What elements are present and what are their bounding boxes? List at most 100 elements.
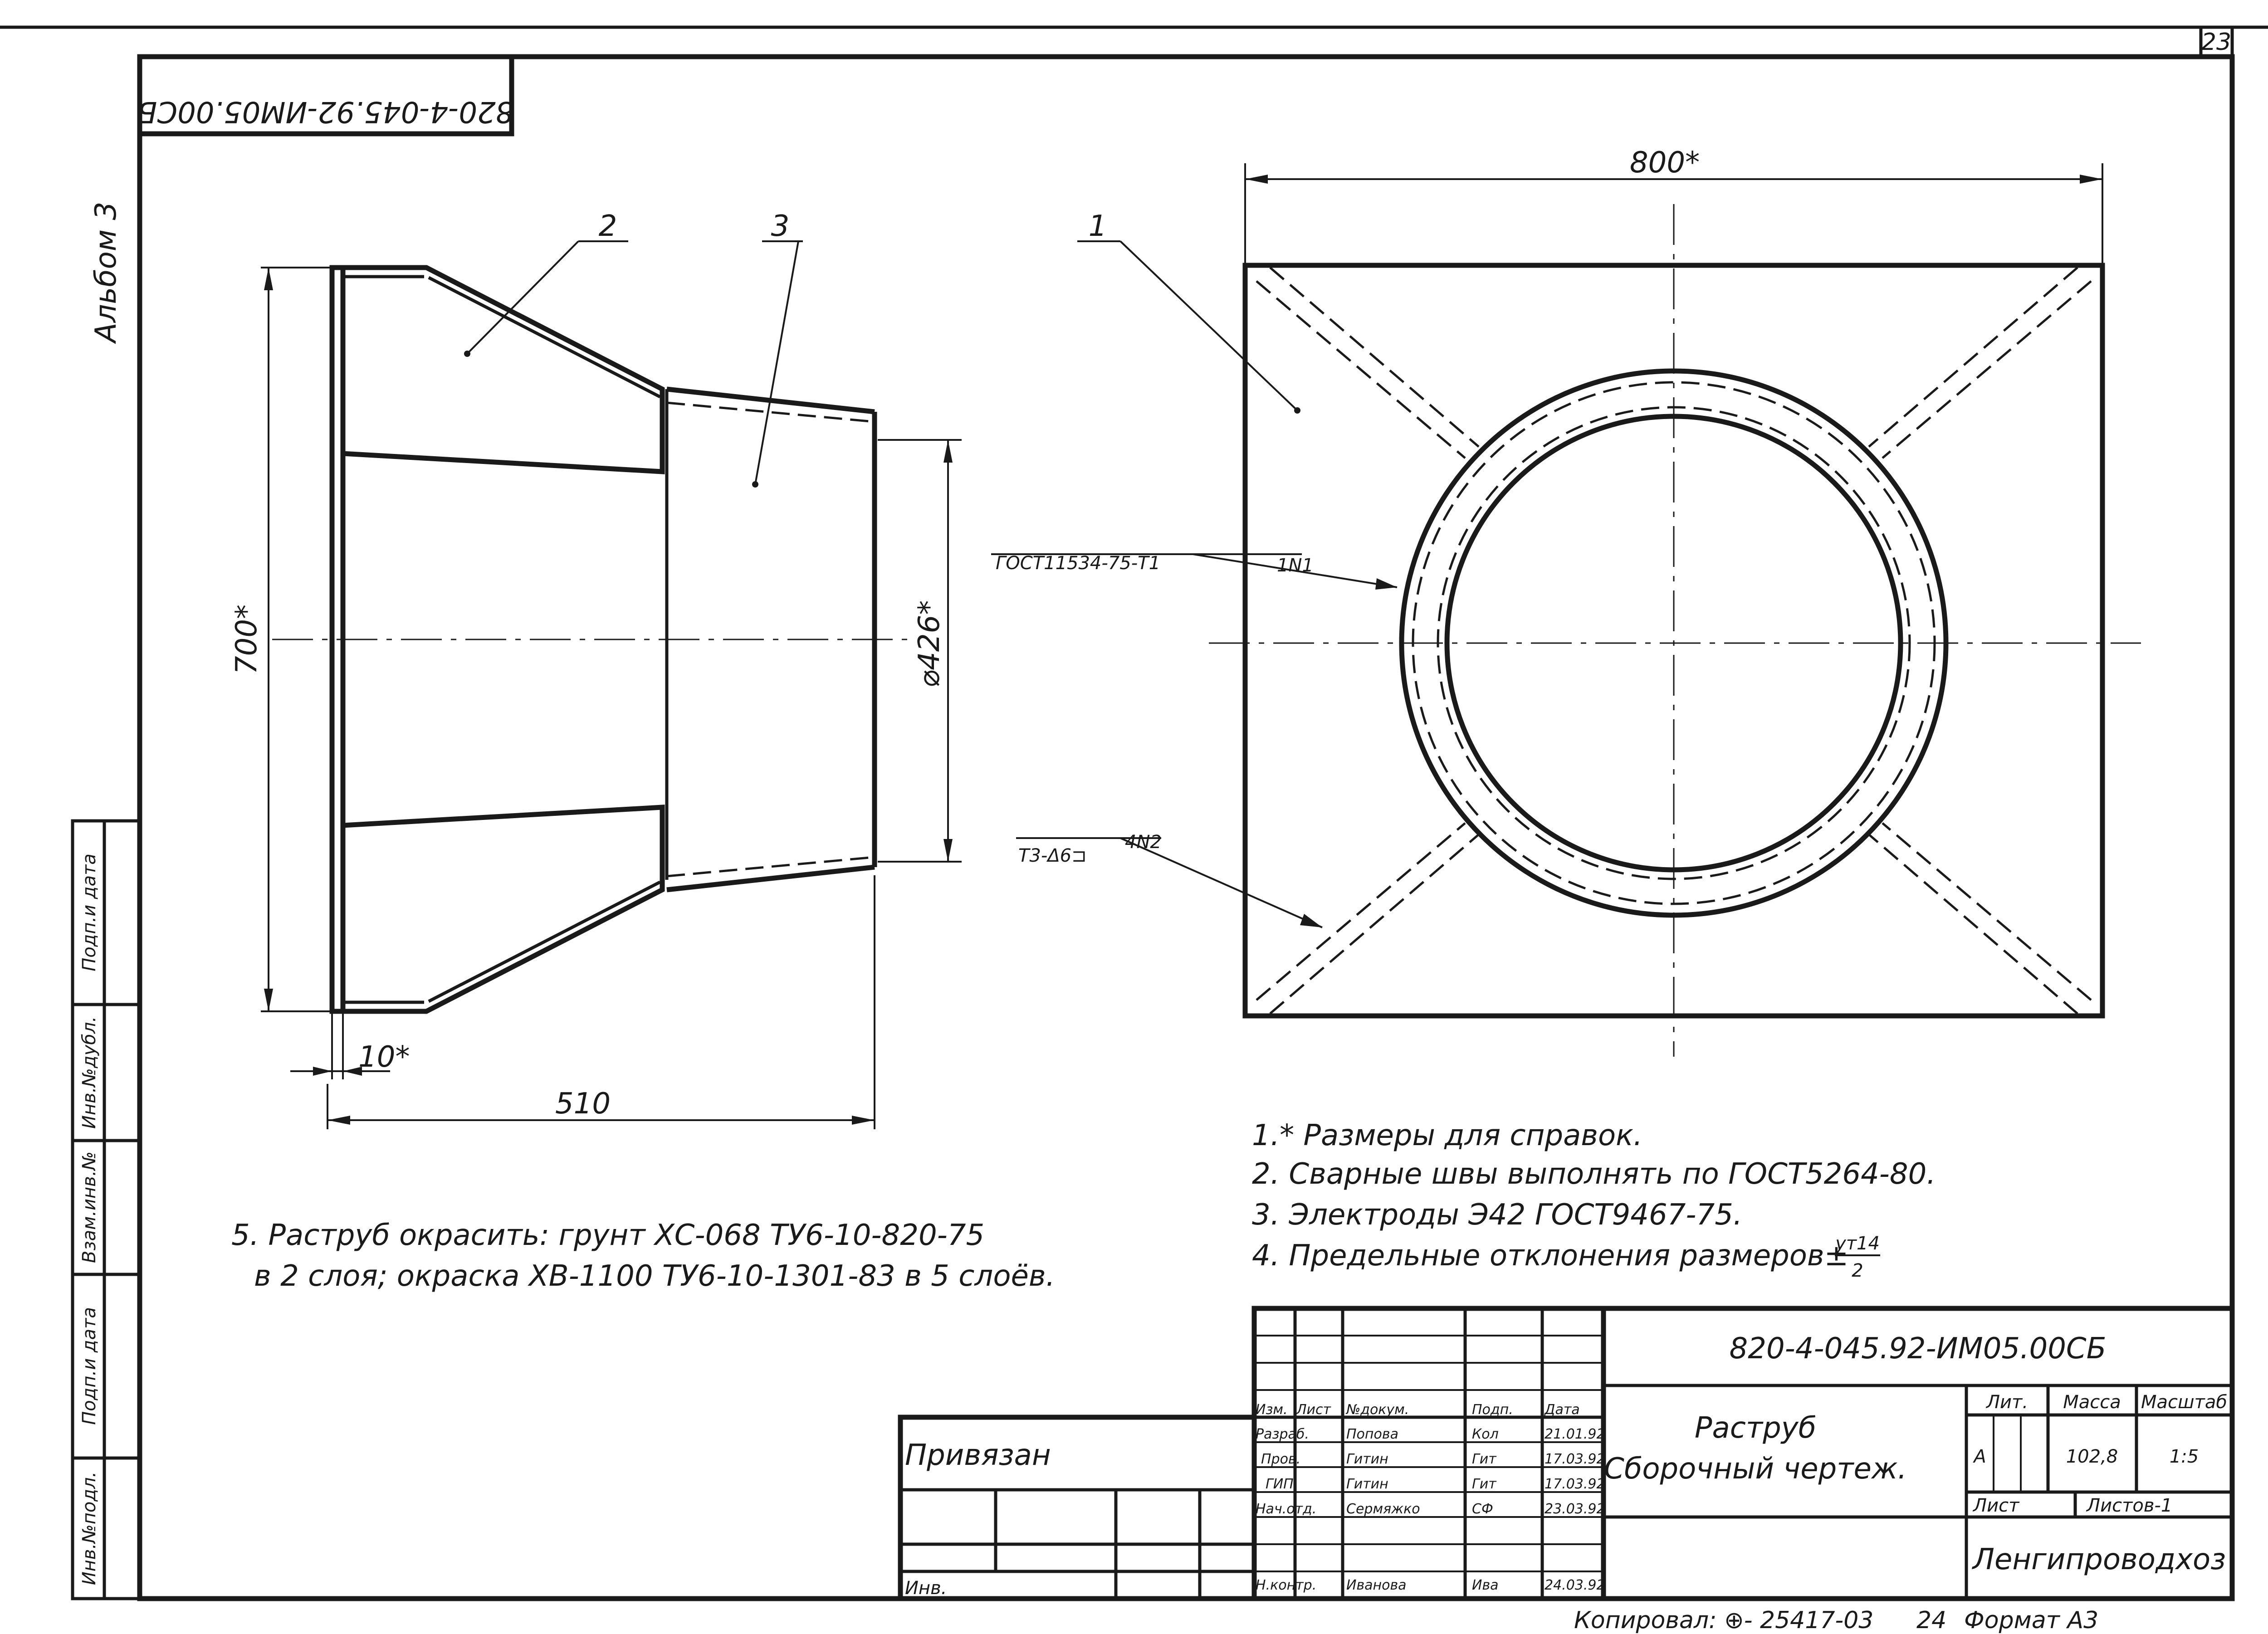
sheets-label: Листов-1 — [2086, 1495, 2172, 1516]
side-stamp-label-3: Взам.инв.№ — [79, 1151, 100, 1263]
title-line-1: Раструб — [1695, 1411, 1816, 1445]
gusset-br-b — [1868, 834, 2078, 1015]
title-line-2: Сборочный чертеж. — [1604, 1452, 1907, 1486]
name-2: Гитин — [1346, 1451, 1388, 1467]
footer-format: Формат А3 — [1964, 1607, 2098, 1634]
paint-note-line-1: 5. Раструб окрасить: грунт ХС-068 ТУ6-10… — [231, 1219, 984, 1252]
gusset-tr-a — [1882, 280, 2092, 459]
gusset-bl-a — [1256, 822, 1466, 1001]
dim-700-arrow-bottom — [264, 989, 273, 1011]
mass-value: 102,8 — [2066, 1446, 2118, 1467]
lower-gusset — [342, 805, 665, 1014]
pipe-bottom-hidden — [666, 856, 875, 878]
leader-1-line — [1119, 240, 1298, 411]
name-5: Иванова — [1346, 1577, 1407, 1593]
gusset-br-a — [1882, 822, 2092, 1001]
dim-426-arrow-bottom — [943, 839, 953, 862]
note-4: 4. Предельные отклонения размеров± — [1252, 1239, 1848, 1273]
role-5: Н.контр. — [1256, 1577, 1316, 1593]
header-sign: Подп. — [1472, 1402, 1513, 1418]
name-4: Сермяжко — [1346, 1501, 1420, 1517]
page-number-box — [2199, 25, 2234, 59]
weld-2-leader — [1120, 837, 1323, 928]
lit-value: А — [1972, 1446, 1986, 1467]
footer-num: 24 — [1916, 1607, 1946, 1634]
dim-426-label: ⌀426* — [913, 600, 946, 688]
name-1: Попова — [1346, 1426, 1398, 1442]
weld-1-number: 1N1 — [1277, 555, 1314, 576]
privyazan-frame — [898, 1415, 1257, 1601]
inv-label: Инв. — [905, 1578, 947, 1599]
weld-2-standard: Т3-Δ6⊐ — [1018, 845, 1087, 866]
leader-3-dot — [752, 481, 758, 488]
organization: Ленгипроводхоз — [1972, 1543, 2226, 1576]
sign-5: Ива — [1472, 1577, 1499, 1593]
side-stamp-label-5: Инв.№подл. — [79, 1472, 100, 1585]
dim-10-label: 10* — [358, 1040, 410, 1074]
leader-1-dot — [1294, 407, 1300, 414]
upper-gusset — [342, 265, 665, 474]
role-3: ГИП — [1266, 1476, 1294, 1492]
dim-700-label: 700* — [230, 605, 264, 674]
date-3: 17.03.92 — [1545, 1476, 1605, 1492]
sign-3: Гит — [1472, 1476, 1497, 1492]
album-label: Альбом 3 — [89, 202, 123, 344]
dim-10-arrow-right — [343, 1067, 362, 1076]
gusset-tl-a — [1256, 280, 1466, 459]
weld-2-number: 4N2 — [1125, 832, 1162, 853]
mass-label: Масса — [2063, 1392, 2121, 1413]
note-3: 3. Электроды Э42 ГОСТ9467-75. — [1252, 1198, 1742, 1232]
footer-copied: Копировал: ⊕- 25417-03 — [1574, 1607, 1873, 1634]
header-doc: №докум. — [1345, 1402, 1409, 1418]
technical-notes: 1.* Размеры для справок. 2. Сварные швы … — [231, 1119, 1936, 1293]
dim-800-arrow-right — [2080, 175, 2102, 184]
upper-gusset-weld — [428, 276, 661, 399]
date-1: 21.01.92 — [1545, 1426, 1605, 1442]
side-stamp: Подп.и дата Инв.№дубл. Взам.инв.№ Подп.и… — [71, 819, 142, 1600]
mirrored-code-box — [137, 54, 514, 137]
leader-3-line — [754, 241, 799, 485]
leader-2-dot — [464, 351, 470, 357]
side-stamp-label-2: Инв.№дубл. — [79, 1016, 100, 1129]
weld-1-arrow — [1375, 578, 1397, 590]
mirrored-code: 820-4-045.92-ИМ05.00СБ — [137, 95, 514, 128]
weld-1-leader — [1193, 553, 1398, 588]
callout-1: 1 — [1089, 210, 1107, 243]
role-1: Разраб. — [1256, 1426, 1309, 1442]
dim-10-arrow-left — [313, 1067, 332, 1076]
side-stamp-frame — [71, 819, 142, 1600]
gusset-tr-b — [1868, 267, 2078, 448]
side-stamp-label-4: Подп.и дата — [79, 1307, 100, 1425]
dim-700-arrow-top — [264, 268, 273, 290]
weld-2-arrow — [1300, 914, 1322, 927]
pipe-top-hidden — [666, 401, 875, 423]
side-view: 700* ⌀426* 10* 510 2 3 — [230, 210, 962, 1129]
role-2: Пров. — [1261, 1451, 1300, 1467]
leader-2-line — [466, 240, 579, 355]
dim-800-arrow-left — [1245, 175, 1268, 184]
paint-note-line-2: в 2 слоя; окраска ХВ-1100 ТУ6-10-1301-83… — [254, 1259, 1055, 1293]
callout-3: 3 — [771, 210, 790, 243]
title-main-frame — [1601, 1306, 2235, 1601]
plan-view: 800* 1 ГОСТ11534-75-Т1 1N1 Т3-Δ6⊐ 4N2 — [991, 146, 2141, 1057]
lit-label: Лит. — [1985, 1392, 2028, 1413]
sheet-label: Лист — [1972, 1495, 2020, 1516]
note-2: 2. Сварные швы выполнять по ГОСТ5264-80. — [1252, 1157, 1936, 1191]
date-5: 24.03.92 — [1545, 1577, 1605, 1593]
sign-4: СФ — [1472, 1501, 1493, 1517]
dim-510-arrow-left — [327, 1116, 350, 1125]
note-1: 1.* Размеры для справок. — [1252, 1119, 1642, 1152]
gusset-bl-b — [1269, 834, 1480, 1015]
scale-label: Масштаб — [2141, 1392, 2227, 1413]
page-number: 23 — [2201, 29, 2231, 56]
name-3: Гитин — [1346, 1476, 1388, 1492]
header-list: Лист — [1296, 1402, 1332, 1418]
callout-2: 2 — [599, 210, 617, 243]
side-stamp-label-1: Подп.и дата — [79, 854, 100, 971]
dim-510-arrow-right — [852, 1116, 875, 1125]
weld-1-standard: ГОСТ11534-75-Т1 — [996, 553, 1160, 574]
dim-800-label: 800* — [1630, 146, 1700, 180]
pipe-bottom-edge — [666, 864, 875, 893]
gusset-tl-b — [1269, 267, 1480, 448]
